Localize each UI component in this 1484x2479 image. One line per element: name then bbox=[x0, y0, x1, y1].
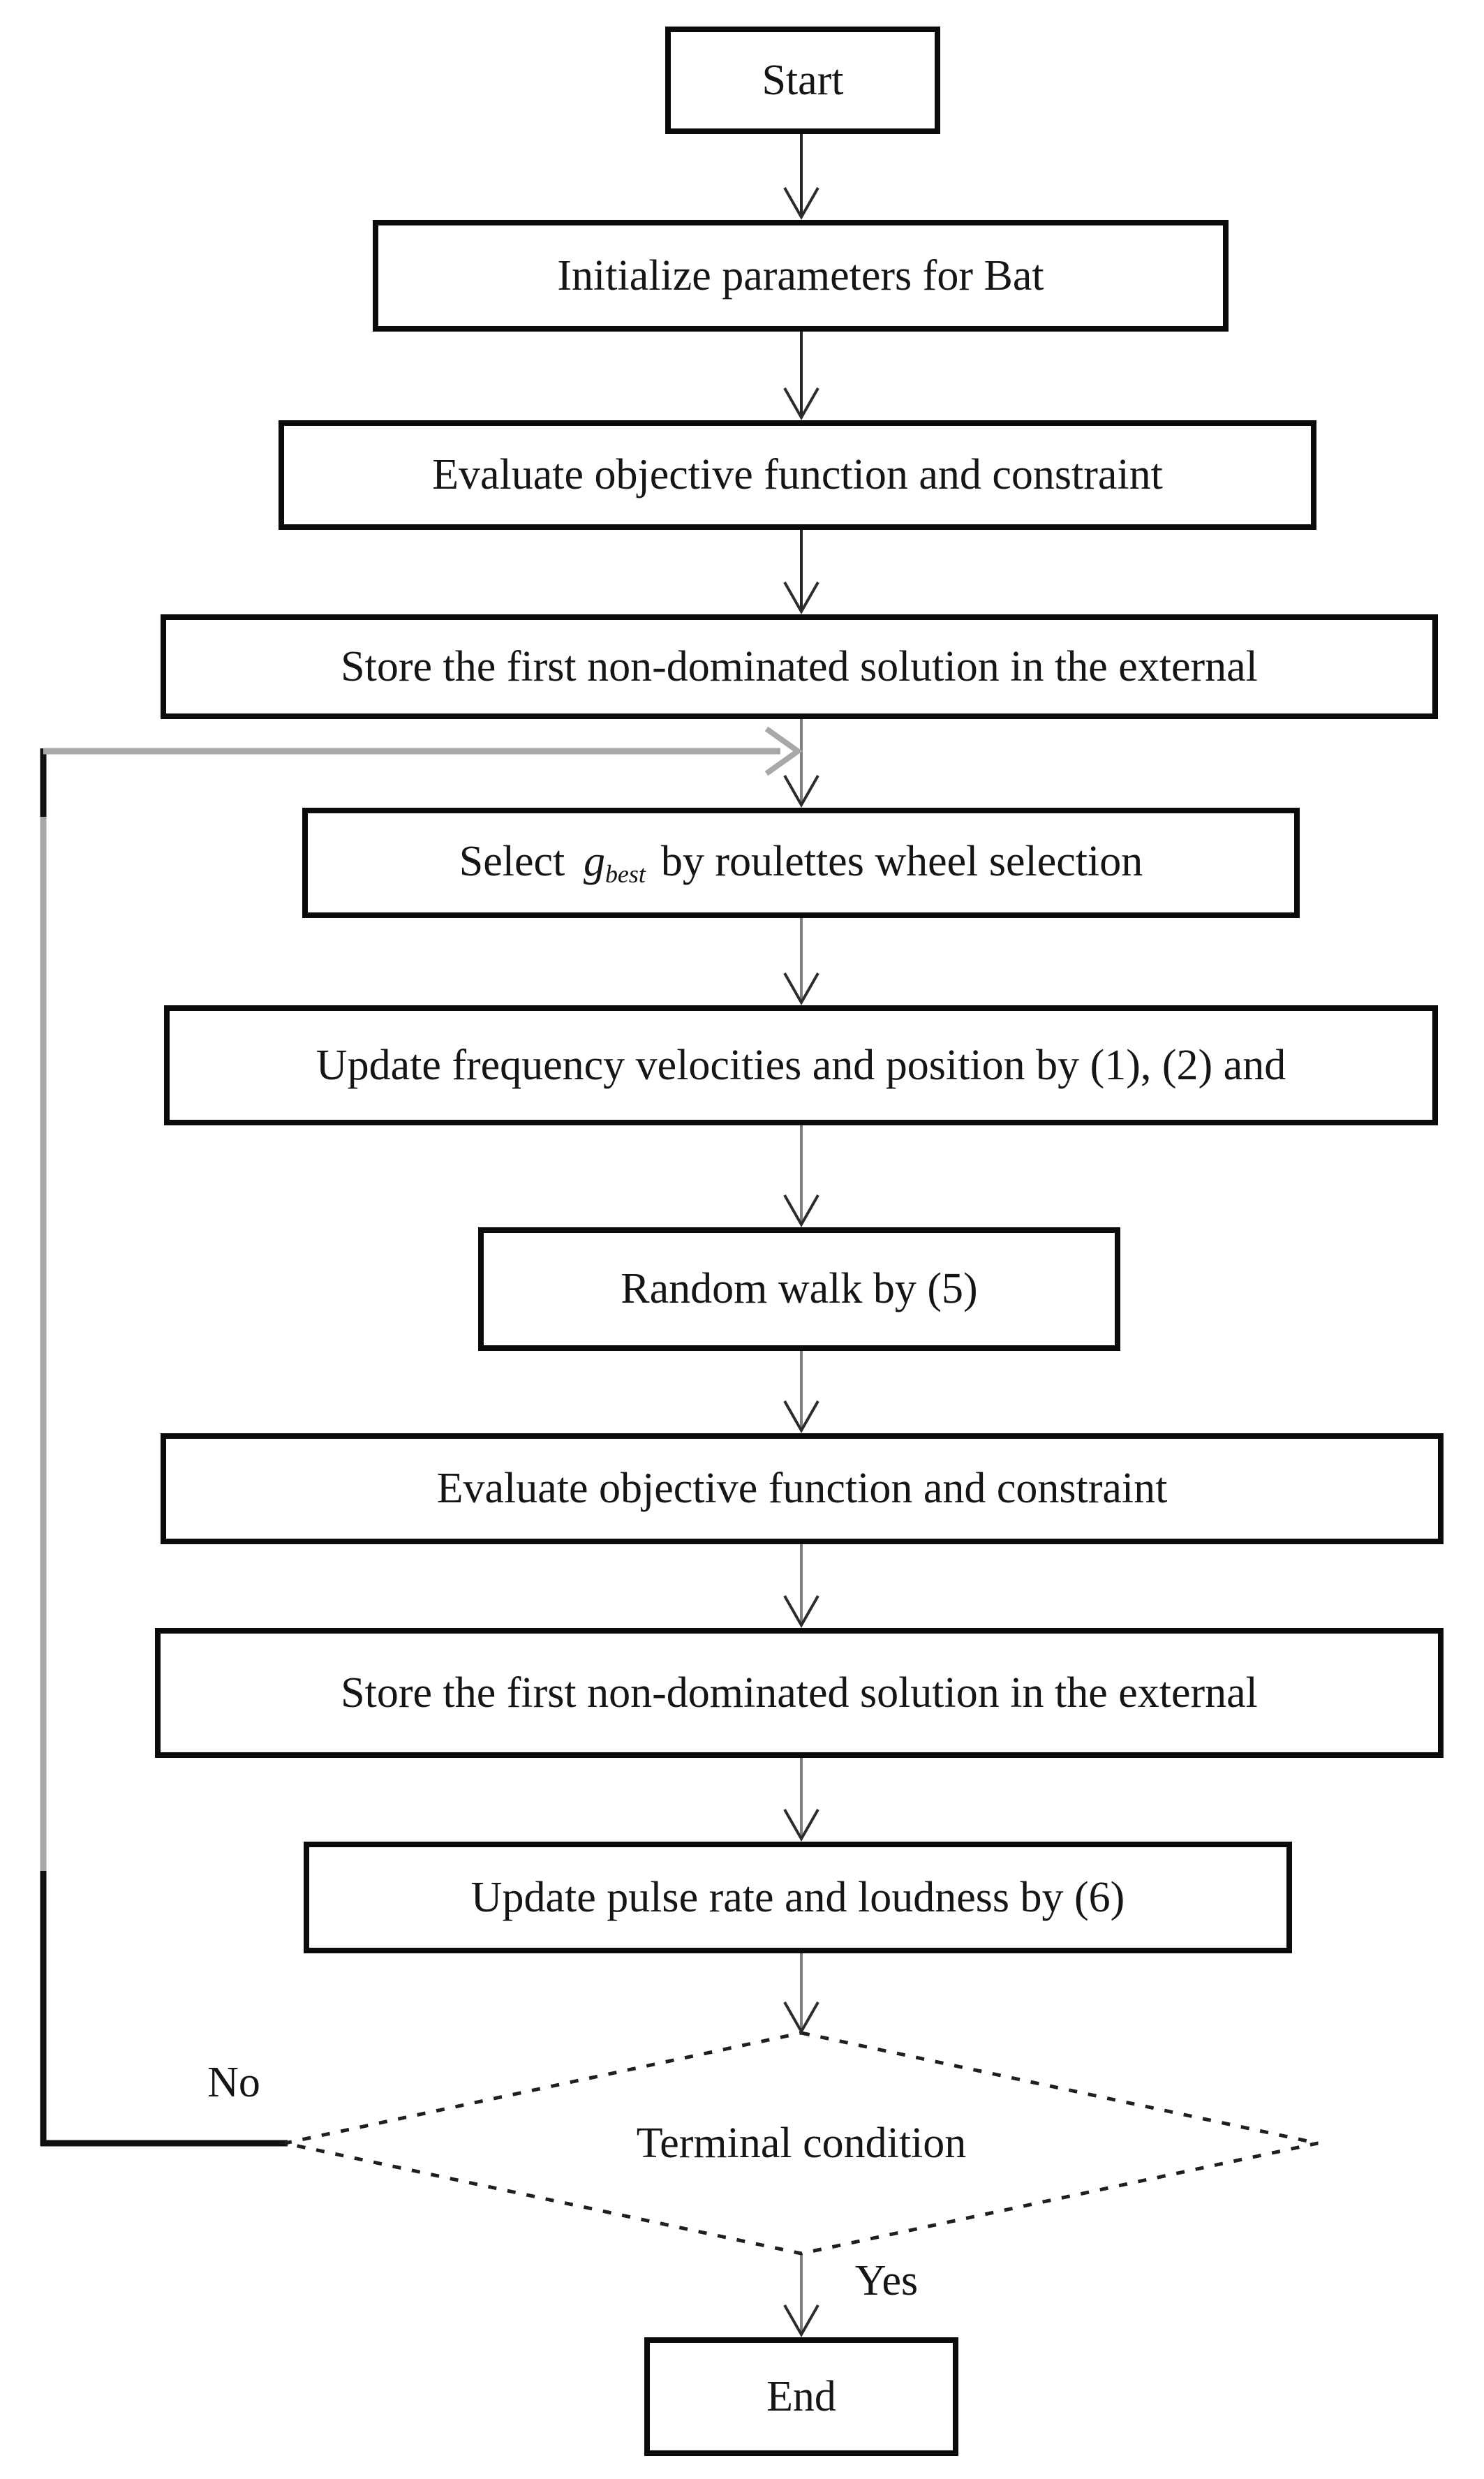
arrowhead-eval1 bbox=[783, 387, 819, 421]
node-select-gbest-label: Select gbest by roulettes wheel selectio… bbox=[459, 838, 1143, 889]
node-evaluate-objective-1-label: Evaluate objective function and constrai… bbox=[432, 451, 1163, 499]
node-store-nondominated-1-label: Store the first non-dominated solution i… bbox=[341, 642, 1258, 690]
node-update-pulse-rate: Update pulse rate and loudness by (6) bbox=[304, 1842, 1292, 1953]
edge-label-no: No bbox=[207, 2059, 260, 2106]
node-initialize-parameters-label: Initialize parameters for Bat bbox=[557, 251, 1044, 299]
arrowhead-init bbox=[783, 187, 819, 221]
arrowhead-store1 bbox=[783, 582, 819, 615]
arrowhead-select bbox=[783, 775, 819, 808]
select-label-prefix: Select bbox=[459, 837, 576, 885]
node-start: Start bbox=[665, 27, 940, 134]
node-evaluate-objective-2-label: Evaluate objective function and constrai… bbox=[436, 1465, 1168, 1513]
arrowhead-terminal bbox=[783, 2001, 819, 2035]
arrowhead-updatefreq bbox=[783, 972, 819, 1006]
node-evaluate-objective-2: Evaluate objective function and constrai… bbox=[161, 1433, 1444, 1544]
arrowhead-updatepulse bbox=[783, 1809, 819, 1842]
node-random-walk: Random walk by (5) bbox=[478, 1227, 1120, 1351]
node-store-nondominated-2: Store the first non-dominated solution i… bbox=[155, 1628, 1444, 1758]
node-store-nondominated-1: Store the first non-dominated solution i… bbox=[161, 614, 1438, 719]
terminal-diamond-shape bbox=[284, 2031, 1319, 2256]
node-start-label: Start bbox=[762, 56, 844, 104]
node-update-pulse-rate-label: Update pulse rate and loudness by (6) bbox=[470, 1873, 1125, 1921]
arrowhead-store2 bbox=[783, 1595, 819, 1629]
gbest-math-base: g bbox=[583, 837, 605, 885]
node-random-walk-label: Random walk by (5) bbox=[621, 1265, 978, 1313]
node-select-gbest: Select gbest by roulettes wheel selectio… bbox=[302, 808, 1300, 918]
arrowhead-randomwalk bbox=[783, 1194, 819, 1228]
node-update-frequency-label: Update frequency velocities and position… bbox=[316, 1041, 1286, 1089]
node-evaluate-objective-1: Evaluate objective function and constrai… bbox=[279, 420, 1316, 530]
edge-label-yes: Yes bbox=[854, 2257, 919, 2304]
select-label-suffix: by roulettes wheel selection bbox=[650, 837, 1143, 885]
arrowhead-end bbox=[783, 2304, 819, 2338]
node-store-nondominated-2-label: Store the first non-dominated solution i… bbox=[341, 1668, 1258, 1717]
node-terminal-condition-label: Terminal condition bbox=[636, 2119, 967, 2167]
node-update-frequency: Update frequency velocities and position… bbox=[164, 1005, 1438, 1125]
gbest-math-subscript: best bbox=[604, 859, 646, 888]
loop-arrowhead bbox=[764, 726, 803, 776]
node-initialize-parameters: Initialize parameters for Bat bbox=[373, 220, 1229, 332]
node-end-label: End bbox=[766, 2372, 836, 2420]
node-end: End bbox=[644, 2337, 958, 2456]
arrowhead-eval2 bbox=[783, 1400, 819, 1434]
